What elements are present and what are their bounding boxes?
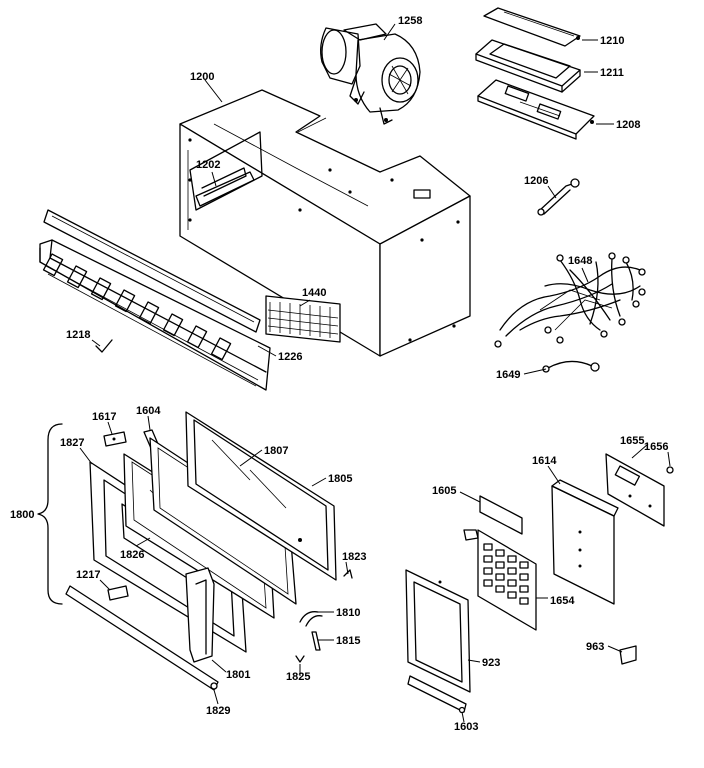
part-label-1217: 1217 — [76, 569, 100, 581]
door-trim-frame-drawing — [405, 569, 471, 693]
part-label-1829: 1829 — [206, 705, 230, 717]
part-label-923: 923 — [482, 657, 500, 669]
part-label-1801: 1801 — [226, 669, 250, 681]
door-panel-drawing — [185, 411, 337, 581]
part-label-1210: 1210 — [600, 35, 624, 47]
vent-grille-drawing — [39, 209, 271, 391]
part-label-1258: 1258 — [398, 15, 422, 27]
part-label-1815: 1815 — [336, 635, 360, 647]
latch-pin-drawing — [311, 631, 321, 651]
control-board-drawing — [605, 453, 665, 527]
part-label-1218: 1218 — [66, 329, 90, 341]
part-label-1604: 1604 — [136, 405, 161, 417]
part-label-1440: 1440 — [302, 287, 326, 299]
part-label-1202: 1202 — [196, 159, 220, 171]
part-label-1827: 1827 — [60, 437, 84, 449]
part-label-1614: 1614 — [532, 455, 557, 467]
part-label-1208: 1208 — [616, 119, 640, 131]
ground-clip-drawing — [666, 466, 674, 474]
part-label-1805: 1805 — [328, 473, 352, 485]
wire-connector-drawing — [537, 178, 580, 216]
part-label-1617: 1617 — [92, 411, 116, 423]
part-label-1826: 1826 — [120, 549, 144, 561]
door-handle-drawing — [185, 567, 215, 663]
part-label-1226: 1226 — [278, 351, 302, 363]
part-label-1807: 1807 — [264, 445, 288, 457]
part-label-1211: 1211 — [600, 67, 624, 79]
bracket-clip-drawing — [107, 585, 129, 601]
part-label-1655: 1655 — [620, 435, 644, 447]
spring-drawing — [343, 569, 353, 579]
small-screw-drawing — [295, 655, 305, 663]
part-label-1200: 1200 — [190, 71, 214, 83]
blower-assembly-drawing — [320, 23, 421, 125]
part-label-1656: 1656 — [644, 441, 668, 453]
part-label-1648: 1648 — [568, 255, 592, 267]
part-label-1649: 1649 — [496, 369, 520, 381]
door-assembly-brace — [37, 423, 63, 605]
charcoal-filter-drawing — [265, 295, 341, 343]
bottom-strip-drawing — [407, 675, 467, 714]
display-window-drawing — [479, 495, 523, 535]
part-label-1825: 1825 — [286, 671, 310, 683]
door-bracket-drawing — [103, 431, 127, 447]
screw-drawing — [95, 339, 113, 353]
part-label-1823: 1823 — [342, 551, 366, 563]
part-label-1800: 1800 — [10, 509, 34, 521]
grease-filter-drawing — [483, 7, 581, 47]
part-label-1603: 1603 — [454, 721, 478, 733]
wiring-harness-drawing — [494, 252, 646, 348]
cabinet-drawing — [179, 89, 471, 357]
latch-drawing — [299, 611, 323, 627]
part-label-1206: 1206 — [524, 175, 548, 187]
ground-wire-drawing — [542, 360, 600, 373]
part-label-963: 963 — [586, 641, 604, 653]
touch-keypad-drawing — [463, 529, 537, 631]
part-label-1810: 1810 — [336, 607, 360, 619]
part-labels: 1258 1210 1211 1208 1200 1202 1206 1648 … — [10, 15, 668, 733]
filter-frame-drawing — [475, 39, 581, 93]
control-housing-drawing — [551, 479, 619, 605]
part-label-1654: 1654 — [550, 595, 575, 607]
small-bracket-drawing — [619, 645, 637, 665]
leader-lines — [79, 23, 671, 723]
mounting-plate-drawing — [477, 79, 595, 140]
part-label-1605: 1605 — [432, 485, 456, 497]
